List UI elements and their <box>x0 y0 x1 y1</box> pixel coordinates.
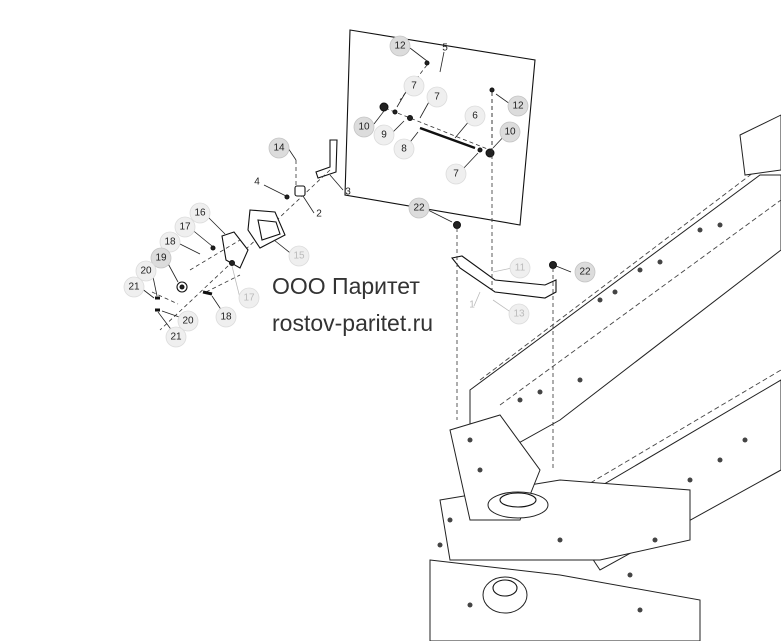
callout-label: 14 <box>273 143 285 154</box>
callout-label: 20 <box>182 316 194 327</box>
callout-label: 22 <box>579 267 591 278</box>
tractor-frame <box>429 114 781 641</box>
callout-label: 7 <box>434 92 440 103</box>
callout-21-lower: 21 <box>165 326 187 348</box>
callout-label: 16 <box>194 208 206 219</box>
callout-19: 19 <box>150 247 172 269</box>
callout-label: 4 <box>254 177 260 188</box>
callout-18-upper: 18 <box>159 231 181 253</box>
callout-label: 21 <box>128 282 140 293</box>
callout-label: 21 <box>170 332 182 343</box>
callout-label: 5 <box>442 43 448 54</box>
callout-label: 10 <box>358 122 370 133</box>
bracket-assembly <box>451 92 557 470</box>
callout-12-top: 12 <box>389 35 411 57</box>
callout-14: 14 <box>268 137 290 159</box>
callout-label: 22 <box>413 203 425 214</box>
callout-2: 2 <box>316 209 322 220</box>
callout-8: 8 <box>393 138 415 160</box>
callout-13: 13 <box>508 303 530 325</box>
callout-18-lower: 18 <box>215 306 237 328</box>
callout-17-lower: 17 <box>238 287 260 309</box>
callout-7-lower: 7 <box>445 163 467 185</box>
callout-11: 11 <box>509 257 531 279</box>
callout-label: 8 <box>401 144 407 155</box>
callout-1: 1 <box>469 300 475 311</box>
callout-label: 12 <box>512 101 524 112</box>
watermark-company-name: ООО Паритет <box>272 273 420 299</box>
callout-7-middle: 7 <box>426 86 448 108</box>
callout-label: 17 <box>179 222 191 233</box>
callout-20-lower: 20 <box>177 310 199 332</box>
callout-label: 1 <box>469 300 475 311</box>
callout-label: 9 <box>381 130 387 141</box>
callout-label: 20 <box>140 266 152 277</box>
callout-label: 18 <box>164 237 176 248</box>
callout-12-right: 12 <box>507 95 529 117</box>
callout-7-upper: 7 <box>403 75 425 97</box>
callout-15: 15 <box>288 245 310 267</box>
callout-22-right: 22 <box>574 261 596 283</box>
callout-label: 10 <box>504 127 516 138</box>
callout-label: 11 <box>515 263 526 274</box>
callout-label: 17 <box>243 293 255 304</box>
callout-20-upper: 20 <box>135 260 157 282</box>
callout-label: 18 <box>220 312 232 323</box>
callout-6: 6 <box>464 105 486 127</box>
callout-label: 2 <box>316 209 322 220</box>
watermark-website: rostov-paritet.ru <box>272 310 433 336</box>
callout-10-right: 10 <box>499 121 521 143</box>
latch-assembly <box>151 139 338 331</box>
callout-16: 16 <box>189 202 211 224</box>
callout-9: 9 <box>373 124 395 146</box>
callout-10-left: 10 <box>353 116 375 138</box>
callout-22-left: 22 <box>408 197 430 219</box>
callout-label: 7 <box>411 81 417 92</box>
callout-label: 12 <box>394 41 406 52</box>
callout-21-upper: 21 <box>123 276 145 298</box>
callout-label: 6 <box>472 111 478 122</box>
callout-label: 15 <box>293 251 305 262</box>
callout-label: 13 <box>513 309 525 320</box>
callout-label: 7 <box>453 169 459 180</box>
callout-4: 4 <box>254 177 260 188</box>
callout-label: 3 <box>345 187 351 198</box>
callout-label: 19 <box>155 253 167 264</box>
callout-17-upper: 17 <box>174 216 196 238</box>
callout-5: 5 <box>442 43 448 54</box>
mounting-plate <box>344 29 536 226</box>
callout-3: 3 <box>345 187 351 198</box>
